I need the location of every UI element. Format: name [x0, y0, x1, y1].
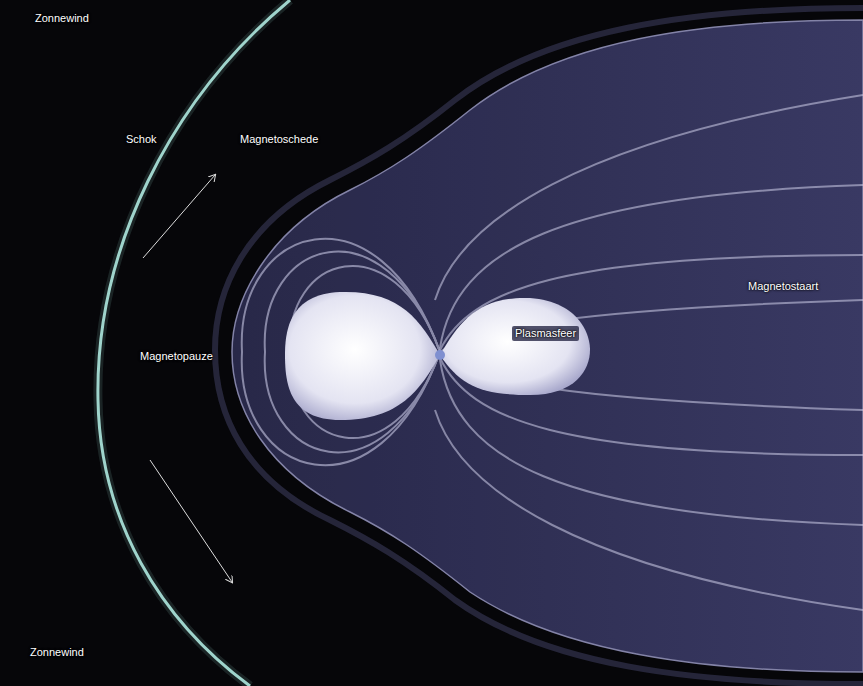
plasmasphere-label: Plasmasfeer: [512, 326, 579, 341]
magnetotail-label: Magnetostaart: [748, 280, 818, 293]
solar-wind-label: Zonnewind: [35, 12, 89, 25]
shock-label: Schok: [126, 133, 157, 146]
magnetosheath-label: Magnetoschede: [240, 133, 318, 146]
solar-wind-label: Zonnewind: [30, 646, 84, 659]
magnetopause-label: Magnetopauze: [140, 350, 213, 363]
